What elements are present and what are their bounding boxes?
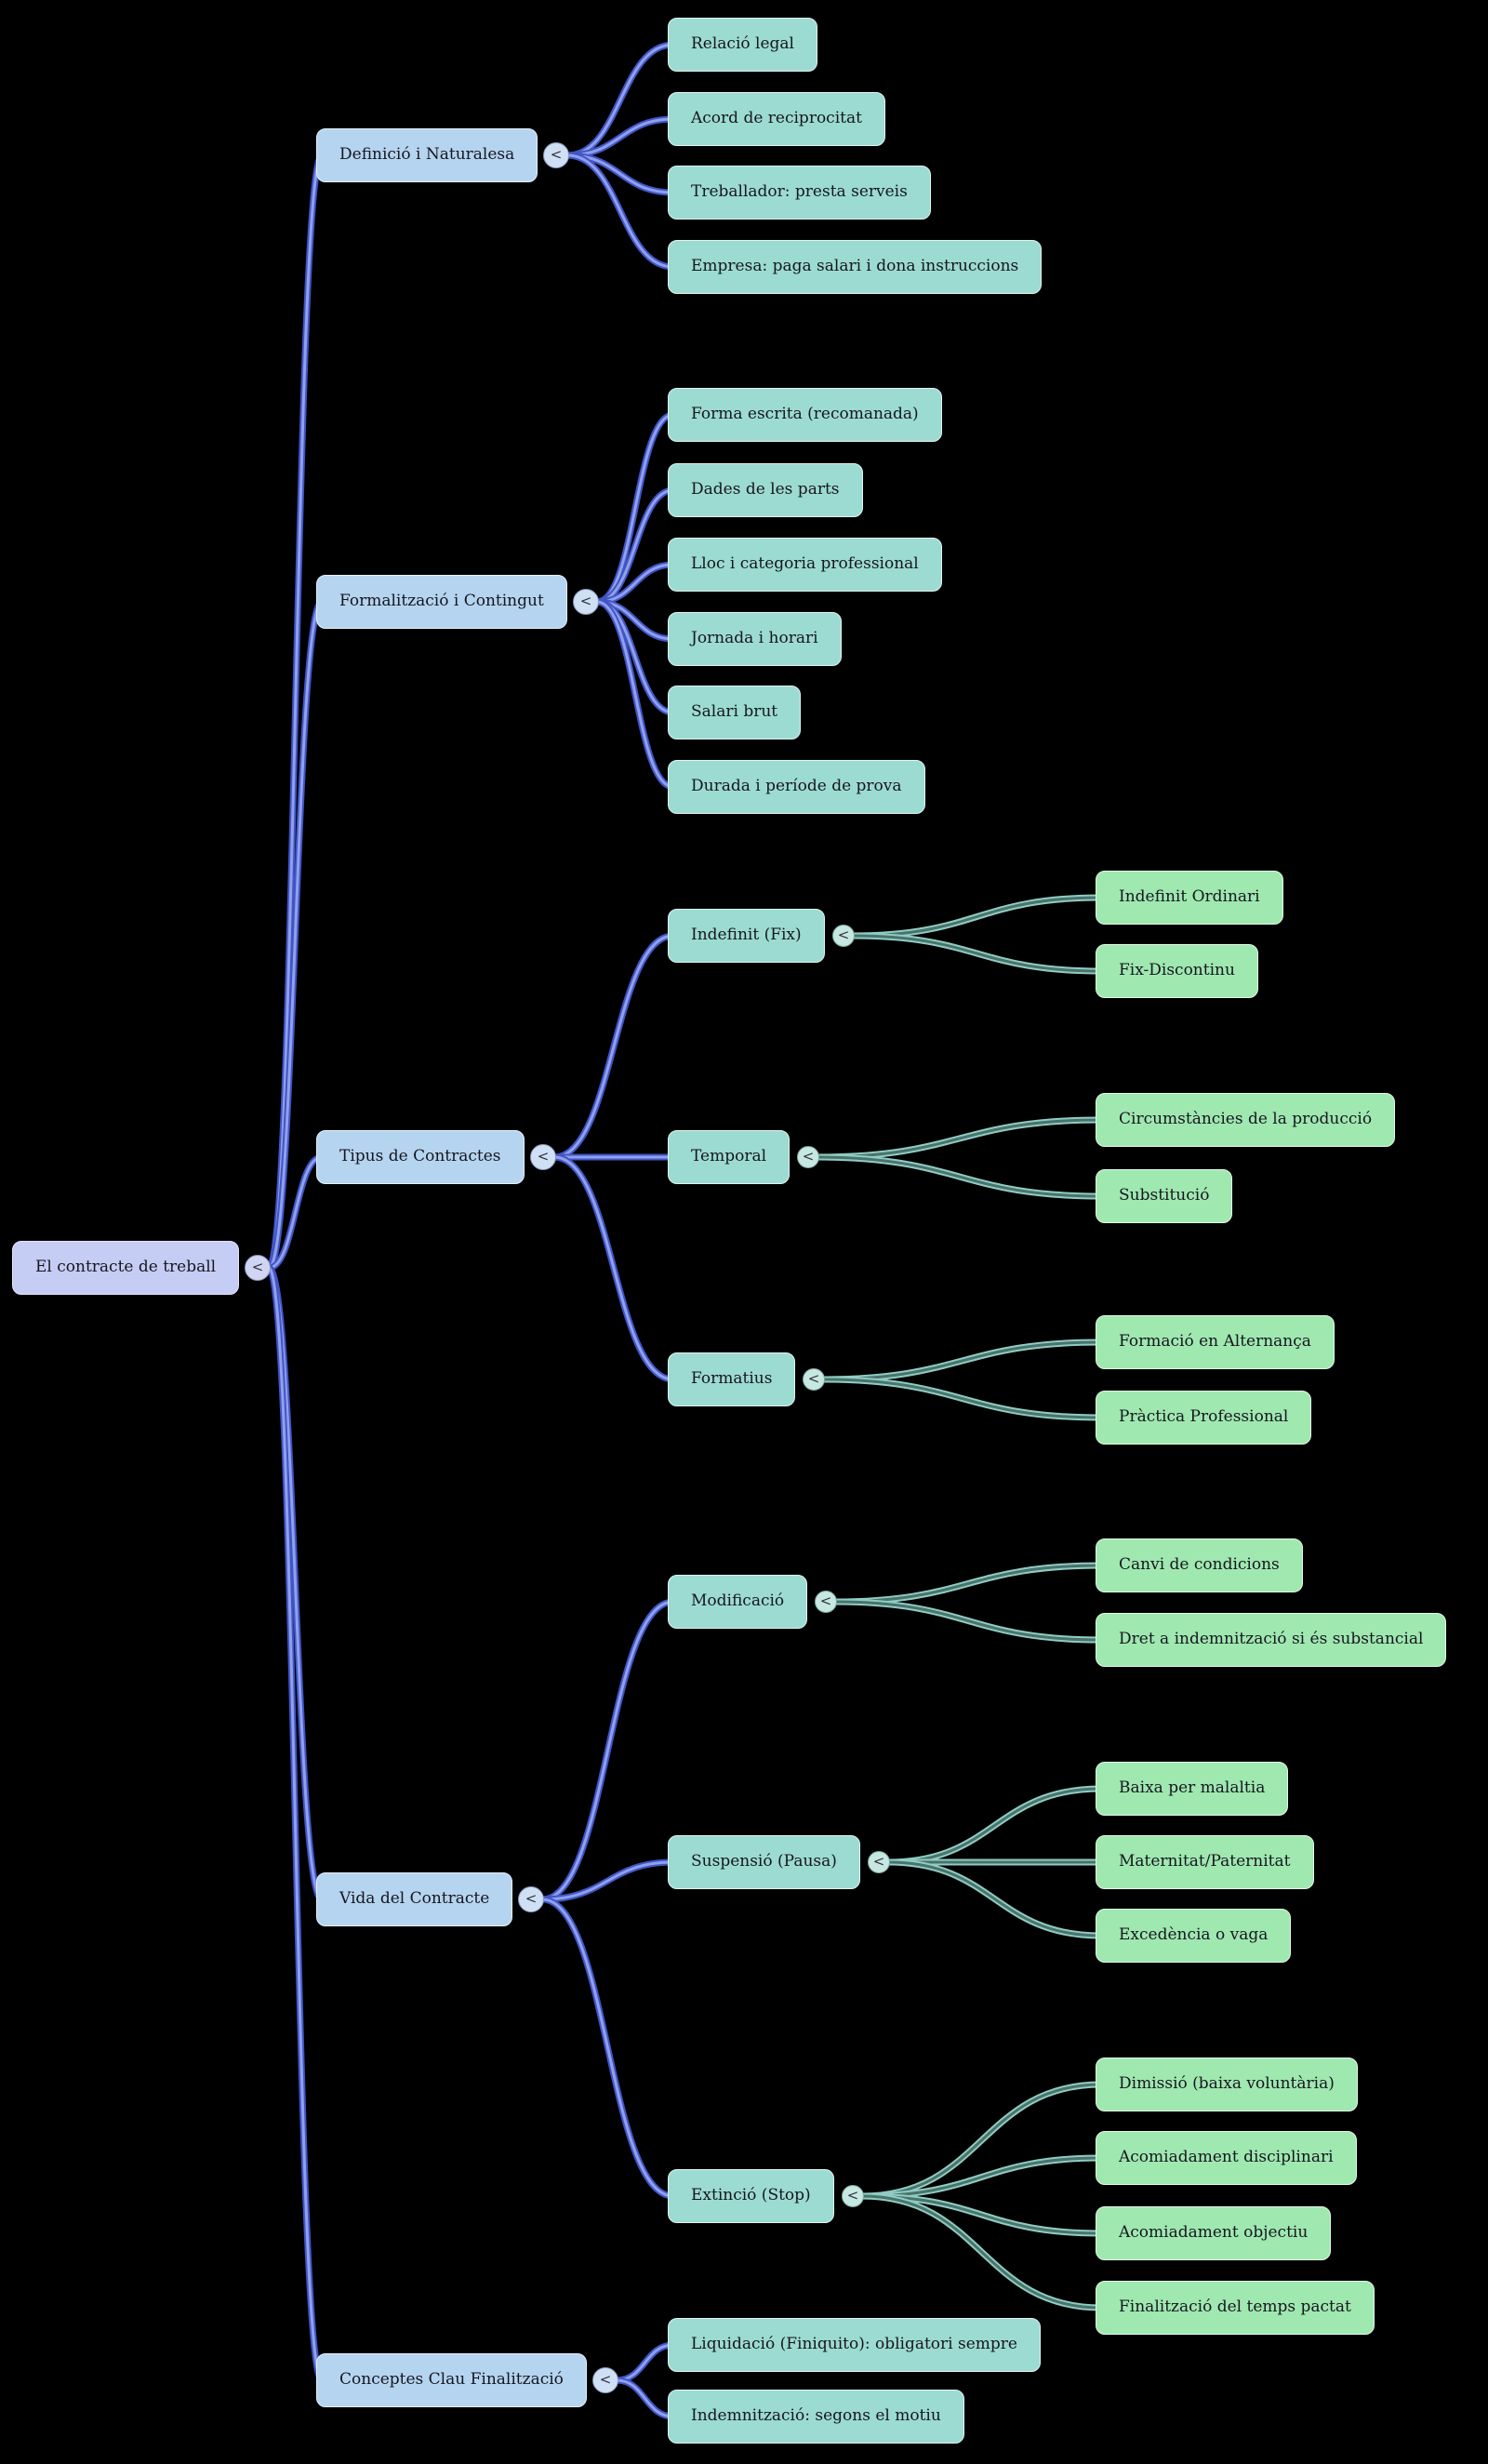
- node-maternitat-paternitat: Maternitat/Paternitat: [1096, 1835, 1314, 1889]
- edge-blue-core: [540, 1898, 675, 2198]
- node-lloc-i-categoria-professional: Lloc i categoria professional: [668, 538, 942, 592]
- edge-teal-core: [833, 1600, 1103, 1642]
- node-relacio-legal: Relació legal: [668, 18, 817, 72]
- collapse-toggle-temporal[interactable]: <: [797, 1146, 819, 1168]
- node-indemnitzacio-segons-el-motiu: Indemnització: segons el motiu: [668, 2390, 964, 2444]
- collapse-toggle-vida-del-contracte[interactable]: <: [518, 1886, 544, 1912]
- node-dret-a-indemnitzacio-si-es-substancial: Dret a indemnització si és substancial: [1096, 1613, 1447, 1667]
- node-circumstancies-de-la-produccio: Circumstàncies de la producció: [1096, 1093, 1396, 1147]
- edge-blue-core: [267, 1155, 324, 1270]
- node-baixa-per-malaltia: Baixa per malaltia: [1096, 1762, 1289, 1816]
- edge-teal-core: [816, 1155, 1103, 1198]
- node-liquidacio-finiquito-obligatori-sempre: Liquidació (Finiquito): obligatori sempr…: [668, 2318, 1041, 2372]
- node-canvi-de-condicions: Canvi de condicions: [1096, 1538, 1303, 1592]
- collapse-toggle-indefinit-fix[interactable]: <: [832, 925, 855, 947]
- edge-teal-core: [833, 1564, 1103, 1604]
- node-substitucio: Substitució: [1096, 1169, 1233, 1223]
- node-extincio-stop: Extinció (Stop): [668, 2169, 834, 2223]
- edge-blue-core: [595, 600, 675, 789]
- node-fix-discontinu: Fix-Discontinu: [1096, 944, 1258, 998]
- node-excedencia-o-vaga: Excedència o vaga: [1096, 1909, 1292, 1963]
- edge-blue-core: [552, 1155, 675, 1381]
- collapse-toggle-tipus-de-contractes[interactable]: <: [530, 1144, 556, 1170]
- edge-blue-core: [267, 153, 324, 1270]
- node-acord-de-reciprocitat: Acord de reciprocitat: [668, 92, 885, 146]
- node-salari-brut: Salari brut: [668, 686, 802, 739]
- node-practica-professional: Pràctica Professional: [1096, 1391, 1312, 1445]
- edge-teal-core: [860, 2083, 1103, 2198]
- edge-blue-core: [552, 934, 675, 1159]
- node-treballador-presta-serveis: Treballador: presta serveis: [668, 166, 931, 220]
- edge-teal-core: [816, 1118, 1103, 1159]
- collapse-toggle-conceptes-clau-finalitzacio[interactable]: <: [592, 2367, 618, 2393]
- node-forma-escrita-recomanada: Forma escrita (recomanada): [668, 388, 942, 442]
- node-formalitzacio-i-contingut: Formalització i Contingut: [316, 575, 567, 629]
- node-tipus-de-contractes: Tipus de Contractes: [316, 1130, 525, 1184]
- edge-teal-core: [851, 934, 1103, 973]
- node-finalitzacio-del-temps-pactat: Finalització del temps pactat: [1096, 2281, 1375, 2335]
- node-jornada-i-horari: Jornada i horari: [668, 612, 842, 666]
- node-suspensio-pausa: Suspensió (Pausa): [668, 1835, 860, 1889]
- node-acomiadament-disciplinari: Acomiadament disciplinari: [1096, 2131, 1357, 2185]
- edge-blue-core: [565, 153, 675, 269]
- edge-blue-core: [540, 1860, 675, 1901]
- edge-teal-core: [821, 1378, 1103, 1419]
- node-formacio-en-alternanca: Formació en Alternança: [1096, 1315, 1335, 1369]
- edge-blue-core: [540, 1600, 675, 1901]
- collapse-toggle-extincio-stop[interactable]: <: [842, 2185, 864, 2207]
- node-dimissio-baixa-voluntaria: Dimissió (baixa voluntària): [1096, 2058, 1358, 2111]
- node-empresa-paga-salari-i-dona-instruccions: Empresa: paga salari i dona instruccions: [668, 240, 1043, 294]
- edge-blue-core: [615, 2378, 675, 2418]
- edge-teal-core: [860, 2194, 1103, 2310]
- node-acomiadament-objectiu: Acomiadament objectiu: [1096, 2206, 1332, 2260]
- edge-blue-core: [595, 413, 675, 604]
- node-indefinit-ordinari: Indefinit Ordinari: [1096, 871, 1283, 925]
- collapse-toggle-formatius[interactable]: <: [803, 1368, 825, 1391]
- edge-blue-core: [267, 1266, 324, 2382]
- node-vida-del-contracte: Vida del Contracte: [316, 1872, 513, 1926]
- collapse-toggle-definicio-i-naturalesa[interactable]: <: [543, 142, 569, 168]
- node-dades-de-les-parts: Dades de les parts: [668, 463, 863, 517]
- node-durada-i-periode-de-prova: Durada i període de prova: [668, 760, 925, 814]
- collapse-toggle-modificacio[interactable]: <: [815, 1591, 837, 1613]
- edge-blue-core: [267, 600, 324, 1270]
- node-formatius: Formatius: [668, 1352, 796, 1406]
- node-conceptes-clau-finalitzacio: Conceptes Clau Finalització: [316, 2353, 587, 2407]
- node-temporal: Temporal: [668, 1130, 790, 1184]
- edge-teal-core: [821, 1340, 1103, 1381]
- edge-teal-core: [860, 2156, 1103, 2198]
- edge-blue-core: [615, 2343, 675, 2382]
- node-definicio-i-naturalesa: Definició i Naturalesa: [316, 128, 538, 182]
- edge-teal-core: [886, 1860, 1103, 1938]
- edge-teal-core: [851, 896, 1103, 938]
- collapse-toggle-el-contracte-de-treball[interactable]: <: [245, 1255, 271, 1281]
- node-el-contracte-de-treball: El contracte de treball: [12, 1241, 240, 1295]
- node-indefinit-fix: Indefinit (Fix): [668, 909, 825, 963]
- edge-teal-core: [886, 1787, 1103, 1864]
- node-modificacio: Modificació: [668, 1575, 808, 1629]
- collapse-toggle-suspensio-pausa[interactable]: <: [868, 1851, 890, 1873]
- collapse-toggle-formalitzacio-i-contingut[interactable]: <: [573, 589, 599, 615]
- edge-teal-core: [860, 2194, 1103, 2235]
